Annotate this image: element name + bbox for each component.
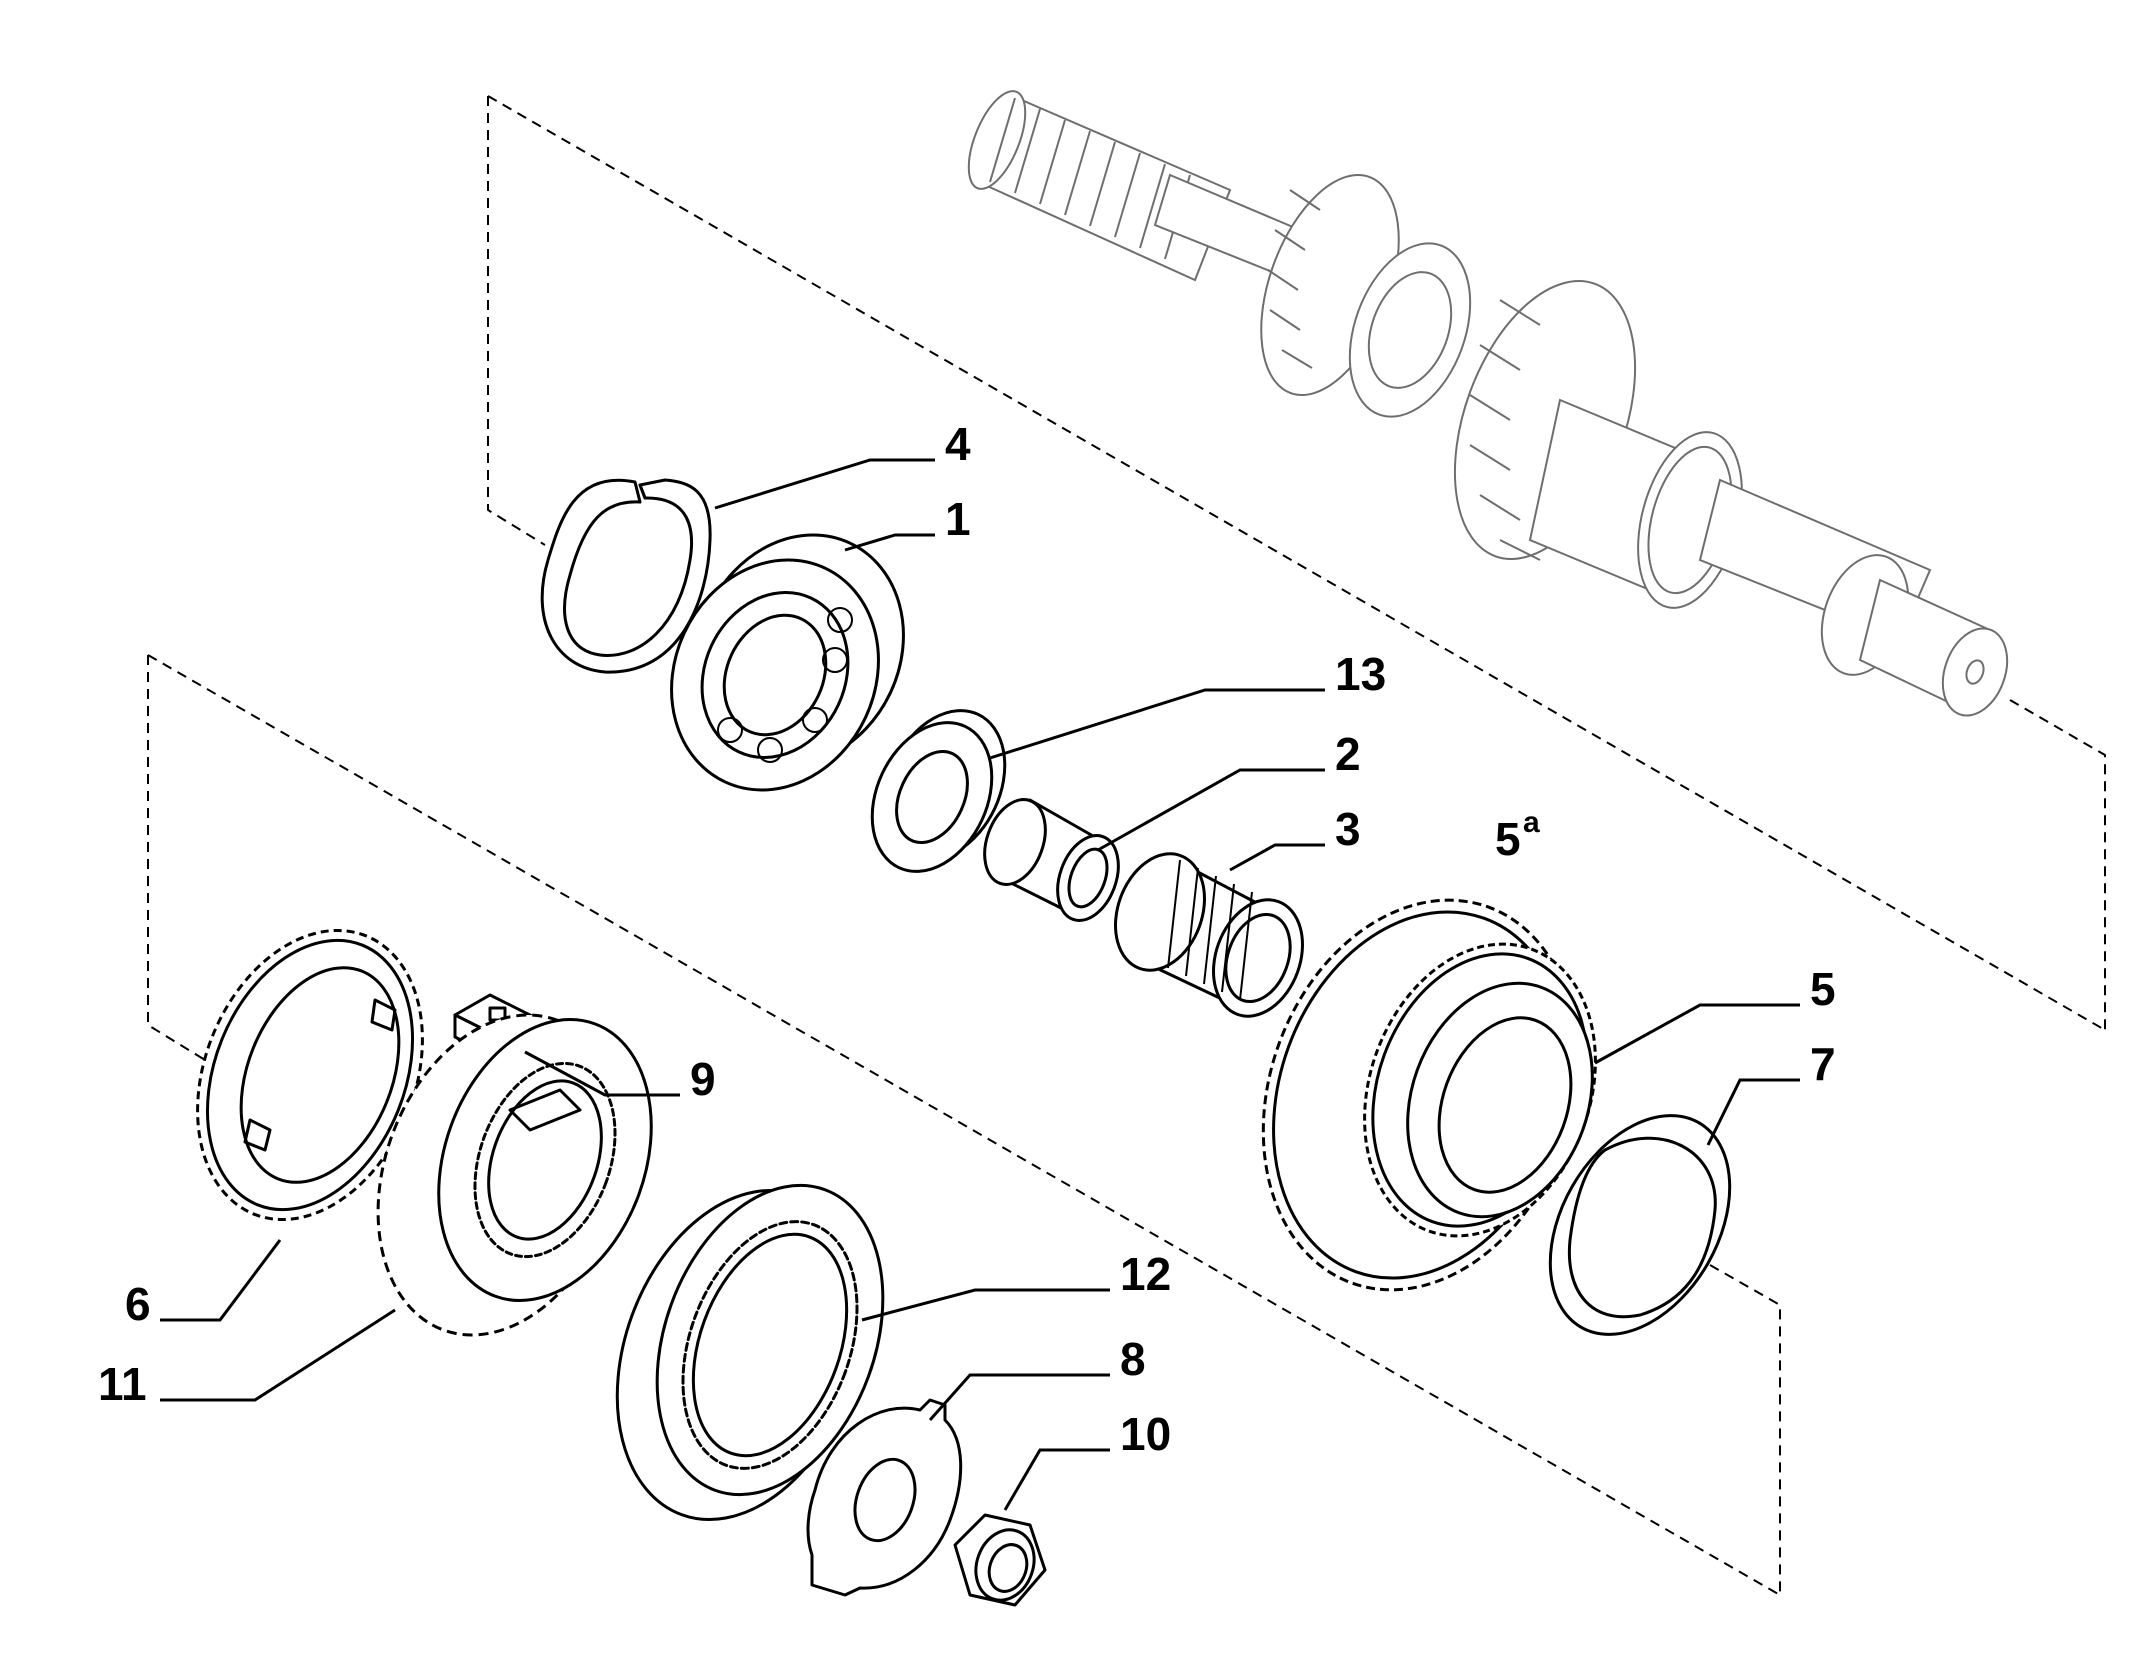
helical-gear — [1261, 898, 1597, 1292]
gear-shaft — [967, 90, 2009, 717]
callout-11: 11 — [98, 1358, 147, 1410]
callout-5: 5 — [1810, 963, 1836, 1015]
snap-ring — [540, 478, 712, 674]
assembly-frame-lower — [147, 654, 1781, 1596]
callout-13: 13 — [1335, 648, 1386, 700]
synchronizer-ring — [196, 928, 424, 1222]
synchronizer-sleeve — [615, 1183, 885, 1522]
thrust-washer — [1548, 1114, 1732, 1336]
callout-1: 1 — [945, 493, 971, 545]
callout-3: 3 — [1335, 803, 1361, 855]
lock-washer — [806, 1398, 963, 1597]
hex-nut — [953, 1513, 1047, 1607]
leader-lines — [160, 458, 1800, 1511]
callout-8: 8 — [1120, 1333, 1146, 1385]
spacer-ring — [870, 709, 1007, 873]
needle-bearing-cage — [1114, 852, 1304, 1018]
callout-5a: 5 a — [1495, 806, 1540, 865]
callout-5a-superscript: a — [1523, 806, 1540, 839]
callout-12: 12 — [1120, 1248, 1171, 1300]
bushing — [983, 798, 1120, 922]
callout-6: 6 — [125, 1278, 151, 1330]
callout-10: 10 — [1120, 1408, 1171, 1460]
callout-4: 4 — [945, 418, 971, 470]
callout-labels: 4 1 13 2 3 5 a 5 7 9 6 11 12 8 10 — [98, 418, 1836, 1460]
callout-9: 9 — [690, 1053, 716, 1105]
synchronizer-hub — [376, 1013, 653, 1337]
assembly-frame-upper — [487, 95, 2106, 1031]
callout-7: 7 — [1810, 1038, 1836, 1090]
callout-5a-number: 5 — [1495, 813, 1521, 865]
ball-bearing — [670, 533, 905, 792]
callout-2: 2 — [1335, 728, 1361, 780]
